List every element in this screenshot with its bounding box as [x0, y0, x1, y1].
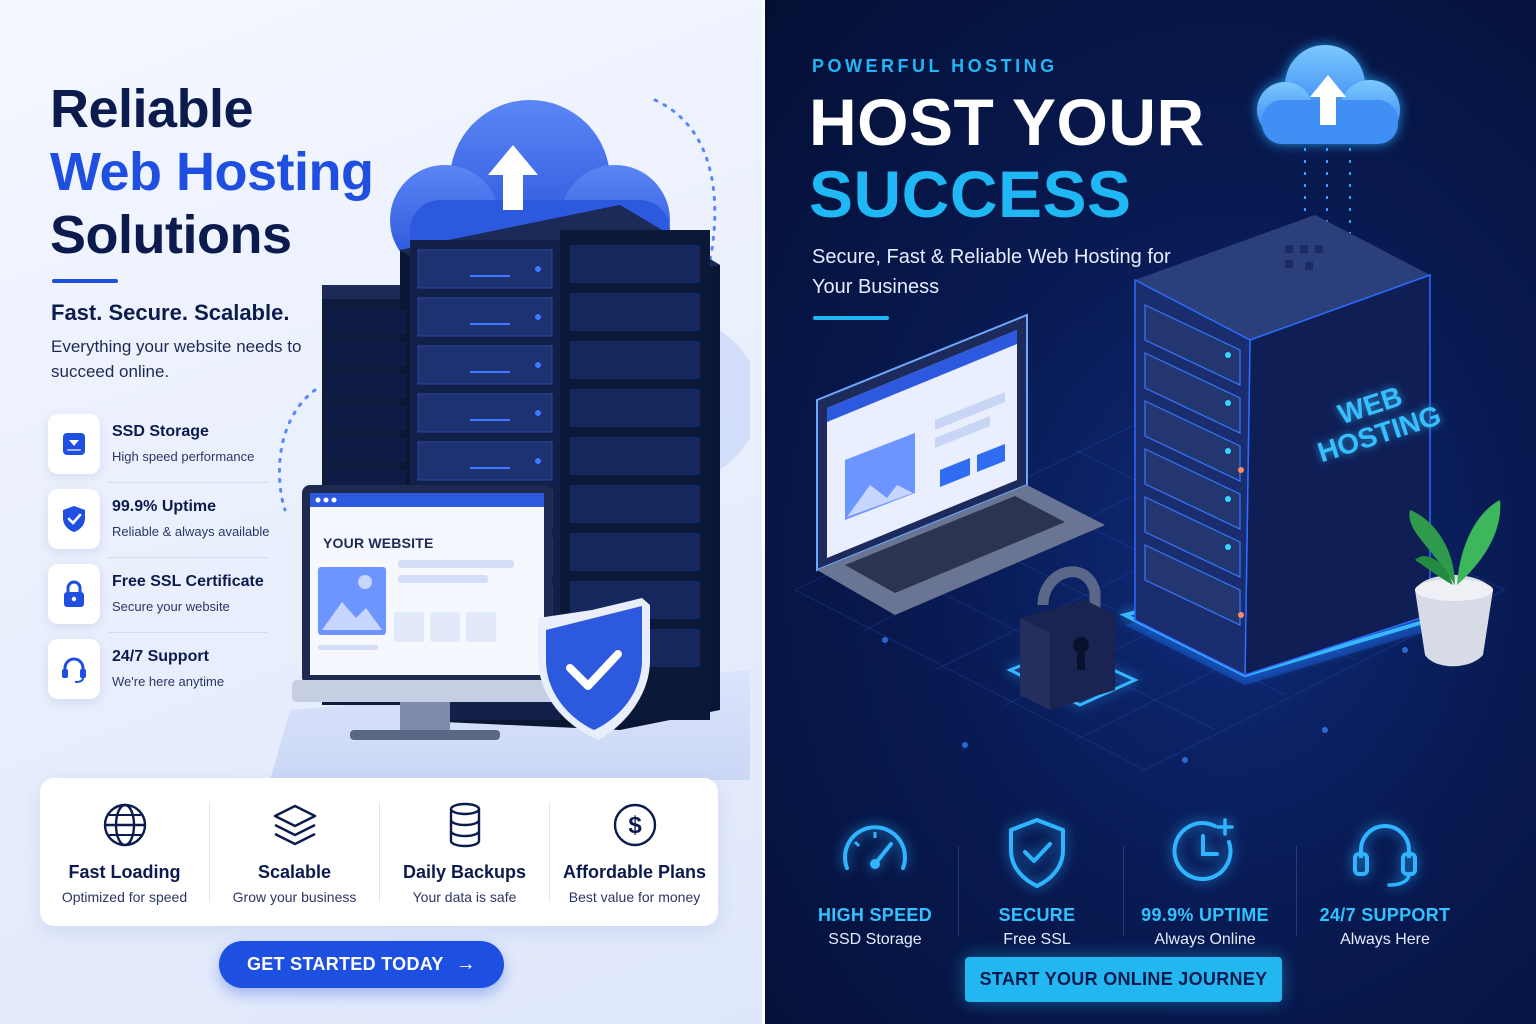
- right-subtitle: Secure, Fast & Reliable Web Hosting for …: [812, 246, 1171, 298]
- database-icon: [449, 802, 480, 848]
- headline-line-1: HOST YOUR: [809, 85, 1205, 159]
- web-hosting-server: [1134, 215, 1431, 677]
- feature-title: 24/7 SUPPORT: [1319, 905, 1451, 925]
- server-illustration: [270, 98, 750, 780]
- feature-title: SSD Storage: [112, 423, 209, 440]
- start-journey-button[interactable]: START YOUR ONLINE JOURNEY: [965, 957, 1282, 1002]
- get-started-button[interactable]: GET STARTED TODAY →: [219, 941, 504, 988]
- benefit-scalable: Scalable Grow your business: [210, 778, 379, 926]
- isometric-illustration: [793, 45, 1507, 771]
- feature-divider: [1296, 846, 1297, 936]
- headset-icon: [1353, 824, 1417, 887]
- right-headline: HOST YOUR SUCCESS: [809, 86, 1205, 230]
- panel-divider: [762, 0, 765, 1024]
- tagline: Fast. Secure. Scalable.: [51, 300, 290, 325]
- feature-subtitle: We're here anytime: [112, 674, 225, 689]
- globe-icon: [103, 803, 146, 847]
- feature-secure: SECURE Free SSL: [952, 810, 1122, 949]
- benefit-title: Scalable: [257, 862, 332, 882]
- feature-divider: [108, 482, 268, 483]
- headline-line-1: Reliable: [50, 79, 254, 139]
- kicker: POWERFUL HOSTING: [812, 56, 1058, 76]
- feature-ssl: Free SSL Certificate Secure your website: [48, 564, 274, 626]
- feature-uptime: 99.9% UPTIME Always Online: [1120, 810, 1290, 949]
- feature-subtitle: Always Online: [1154, 931, 1256, 948]
- lock-icon: [48, 564, 100, 624]
- feature-divider: [108, 632, 268, 633]
- headline-line-2: Web Hosting: [50, 142, 374, 202]
- padlock-icon: [1006, 566, 1139, 710]
- subtitle-underline: [813, 316, 889, 320]
- get-started-label: GET STARTED TODAY: [246, 954, 444, 974]
- benefit-subtitle: Best value for money: [568, 889, 701, 905]
- security-shield-icon: [538, 598, 650, 740]
- shield-check-icon: [48, 489, 100, 549]
- feature-title: Free SSL Certificate: [112, 573, 264, 590]
- mockup-label: YOUR WEBSITE: [323, 535, 434, 551]
- headline-line-3: Solutions: [50, 205, 292, 265]
- benefit-daily-backups: Daily Backups Your data is safe: [380, 778, 549, 926]
- feature-subtitle: Reliable & always available: [112, 524, 270, 539]
- plant-icon: [1409, 500, 1501, 667]
- feature-title: SECURE: [998, 905, 1076, 925]
- feature-high-speed: HIGH SPEED SSD Storage: [790, 810, 960, 949]
- headset-icon: [48, 639, 100, 699]
- left-headline: Reliable Web Hosting Solutions: [50, 78, 374, 267]
- feature-divider: [108, 557, 268, 558]
- feature-uptime: 99.9% Uptime Reliable & always available: [48, 489, 274, 551]
- svg-text:$: $: [628, 812, 642, 839]
- feature-subtitle: SSD Storage: [828, 931, 922, 948]
- benefit-divider: [549, 802, 550, 902]
- feature-title: HIGH SPEED: [817, 905, 933, 925]
- left-banner: Reliable Web Hosting Solutions Fast. Sec…: [0, 0, 762, 1024]
- right-banner: POWERFUL HOSTING HOST YOUR SUCCESS Secur…: [765, 0, 1536, 1024]
- feature-ssd-storage: SSD Storage High speed performance: [48, 414, 274, 476]
- dollar-icon: $: [613, 803, 656, 847]
- benefit-divider: [379, 802, 380, 902]
- benefit-title: Fast Loading: [68, 862, 181, 882]
- clock-icon: [1172, 818, 1234, 882]
- benefit-subtitle: Optimized for speed: [61, 889, 188, 905]
- description: Everything your website needs to succeed…: [51, 337, 302, 381]
- arrow-right-icon: →: [455, 953, 477, 975]
- benefit-subtitle: Grow your business: [232, 889, 357, 905]
- benefit-affordable-plans: $ Affordable Plans Best value for money: [550, 778, 719, 926]
- feature-divider: [1123, 846, 1124, 936]
- feature-support: 24/7 SUPPORT Always Here: [1300, 810, 1470, 949]
- shield-check-icon: [1009, 818, 1065, 888]
- feature-subtitle: High speed performance: [112, 449, 255, 464]
- speedometer-icon: [843, 825, 907, 870]
- cloud-upload-icon: [1257, 45, 1400, 144]
- headline-line-2: SUCCESS: [809, 157, 1132, 231]
- website-monitor: [292, 485, 562, 740]
- feature-subtitle: Free SSL: [1003, 931, 1071, 948]
- laptop-illustration: [816, 313, 1105, 615]
- feature-title: 99.9% Uptime: [112, 498, 217, 515]
- ssd-icon: [48, 414, 100, 474]
- layers-icon: [273, 804, 316, 846]
- feature-subtitle: Always Here: [1340, 931, 1430, 948]
- benefit-fast-loading: Fast Loading Optimized for speed: [40, 778, 209, 926]
- benefit-subtitle: Your data is safe: [412, 889, 517, 905]
- feature-support: 24/7 Support We're here anytime: [48, 639, 274, 701]
- feature-subtitle: Secure your website: [112, 599, 230, 614]
- benefits-strip: Fast Loading Optimized for speed Scalabl…: [40, 778, 718, 926]
- benefit-divider: [209, 802, 210, 902]
- headline-underline: [52, 279, 118, 283]
- feature-title: 24/7 Support: [112, 648, 209, 665]
- feature-title: 99.9% UPTIME: [1141, 905, 1269, 925]
- benefit-title: Daily Backups: [402, 862, 527, 882]
- benefit-title: Affordable Plans: [562, 862, 707, 882]
- feature-divider: [958, 846, 959, 936]
